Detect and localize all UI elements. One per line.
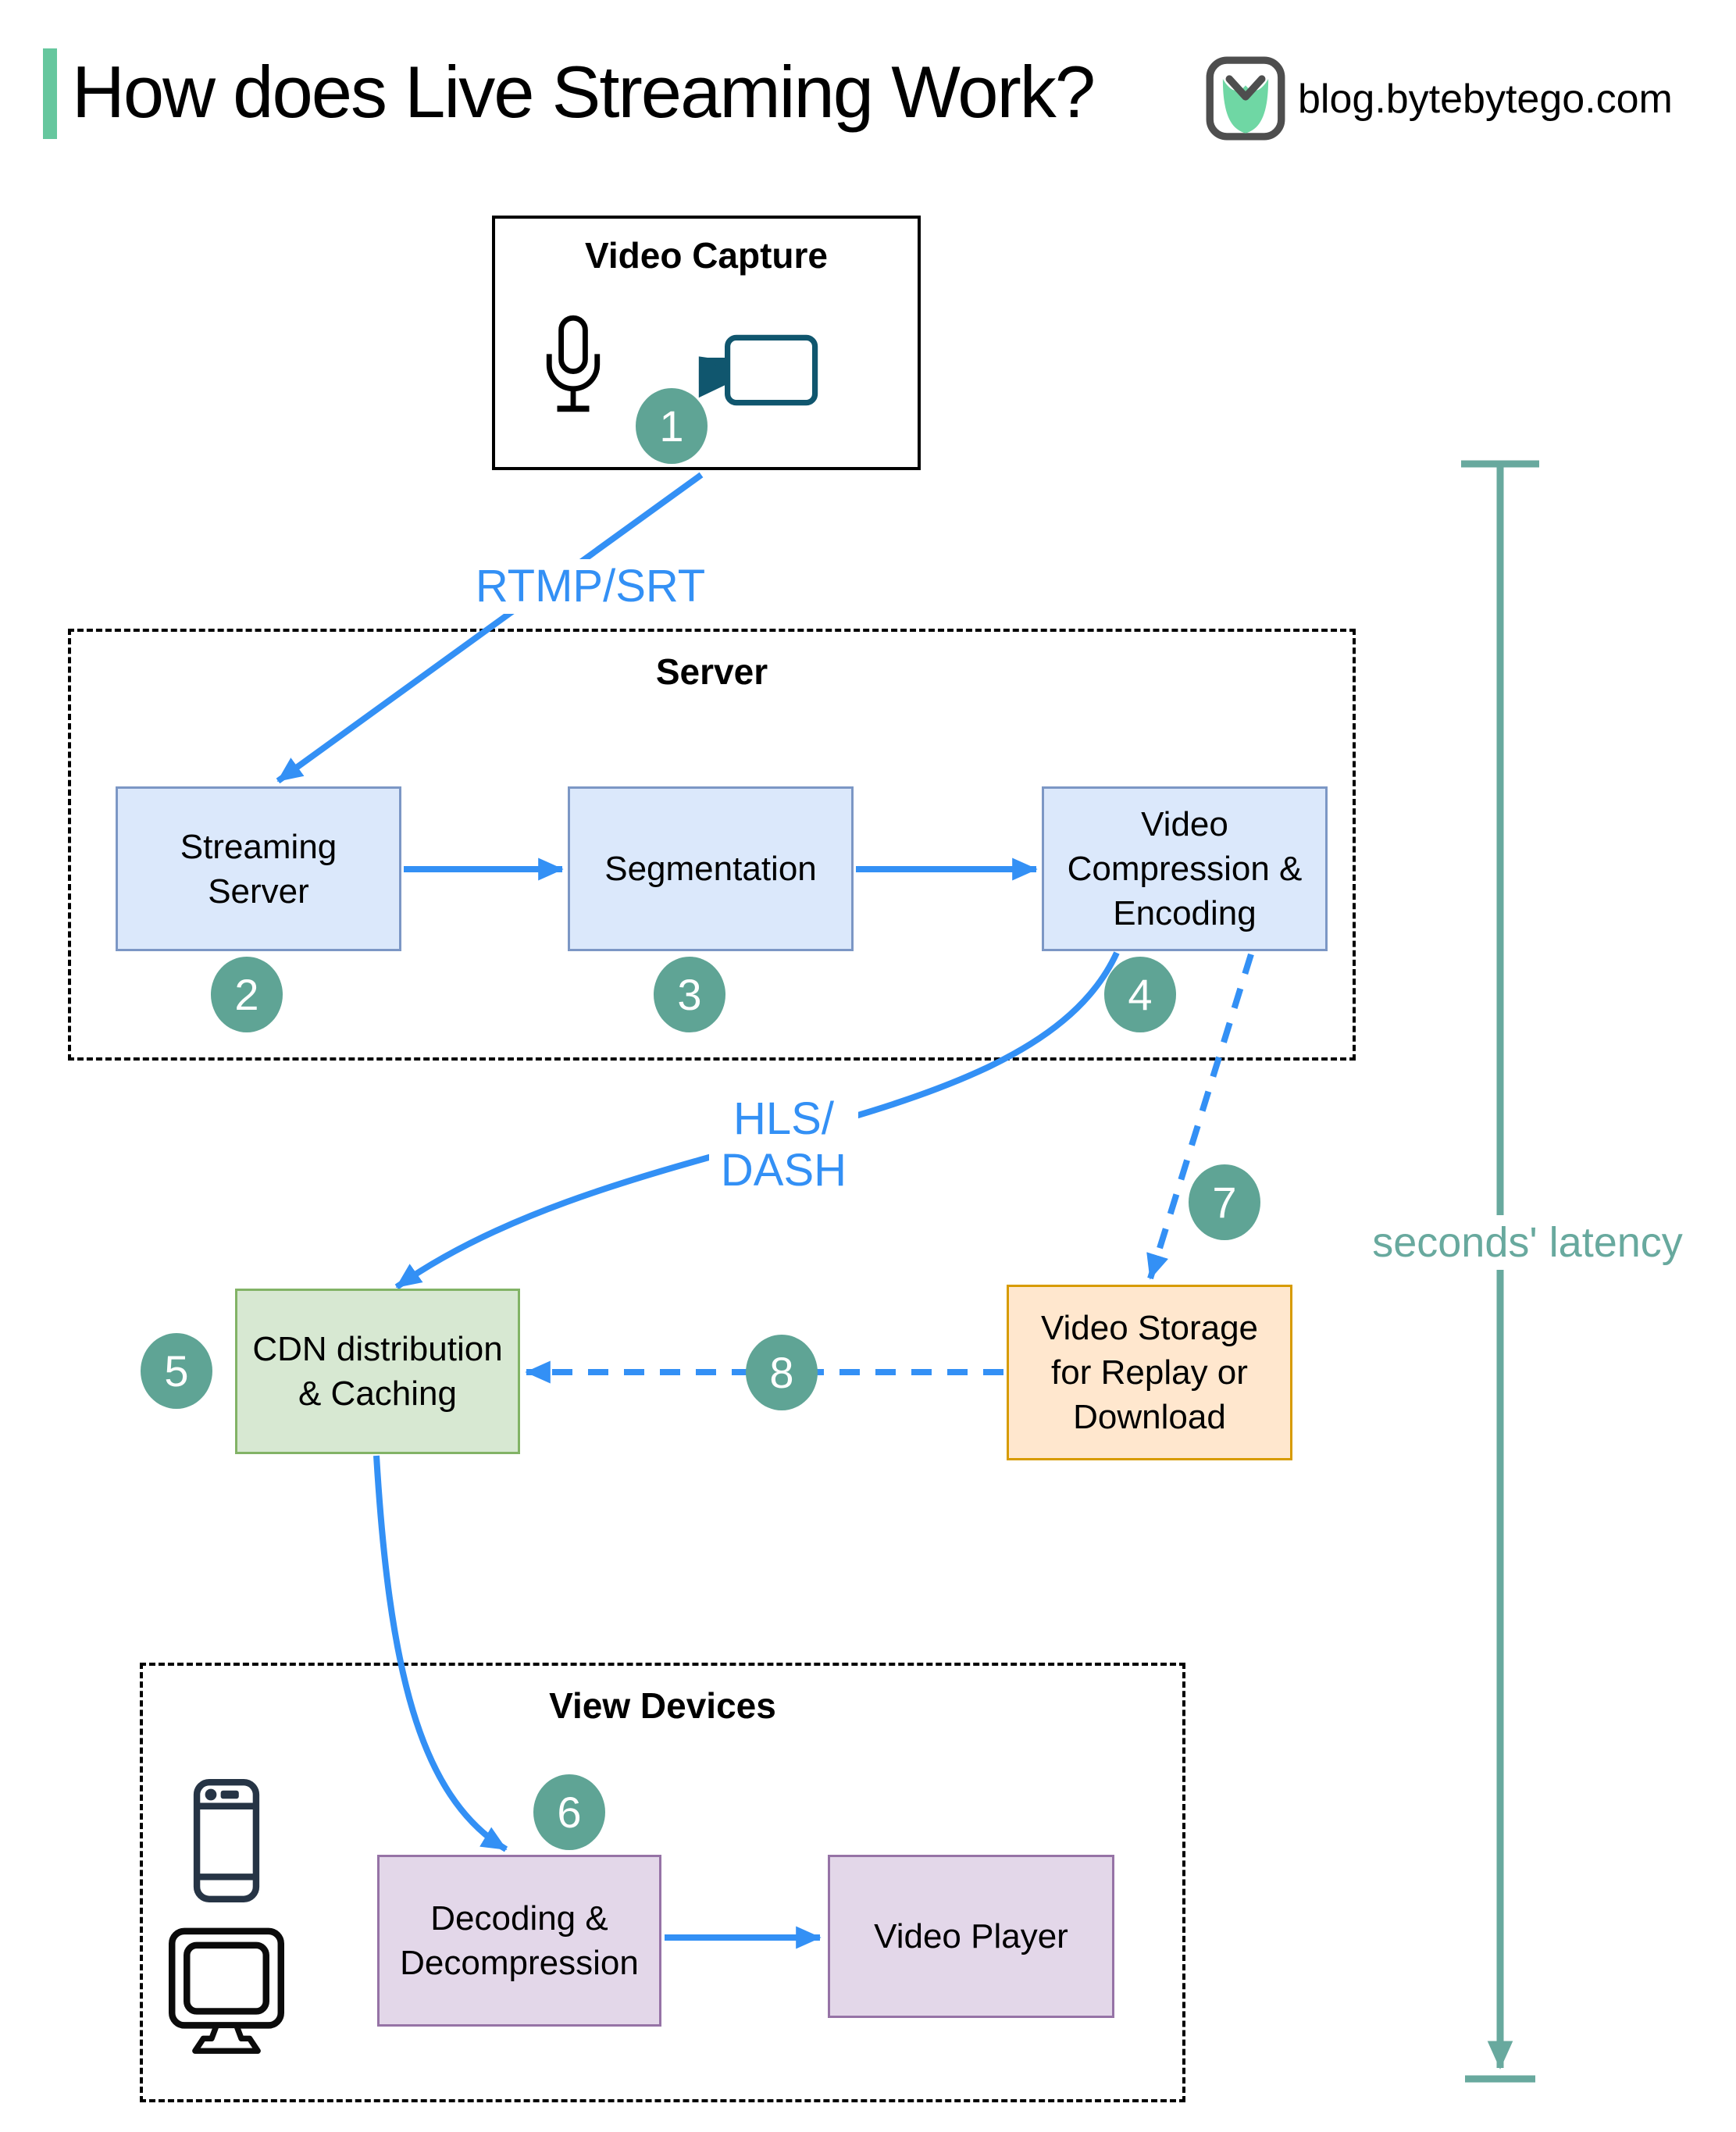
video-capture-title: Video Capture bbox=[585, 235, 828, 276]
step-badge-6: 6 bbox=[533, 1774, 605, 1850]
step-badge-2: 2 bbox=[211, 957, 283, 1032]
step-badge-8: 8 bbox=[746, 1335, 818, 1410]
view-devices-group-title: View Devices bbox=[549, 1685, 776, 1726]
step-badge-1: 1 bbox=[636, 388, 708, 464]
cdn-distribution-box: CDN distribution & Caching bbox=[235, 1289, 520, 1454]
video-player-box: Video Player bbox=[828, 1855, 1114, 2018]
step-badge-4: 4 bbox=[1104, 957, 1176, 1032]
step-badge-5: 5 bbox=[141, 1333, 212, 1409]
monitor-icon bbox=[169, 1927, 284, 2054]
page-title: How does Live Streaming Work? bbox=[72, 51, 1096, 133]
video-storage-box: Video Storage for Replay or Download bbox=[1007, 1285, 1292, 1460]
microphone-icon bbox=[541, 309, 605, 420]
edge-capture-to-streaming-server bbox=[276, 472, 704, 784]
smartphone-icon bbox=[192, 1779, 261, 1902]
step-badge-7: 7 bbox=[1189, 1164, 1260, 1240]
hls-dash-label: HLS/ DASH bbox=[709, 1092, 858, 1198]
video-compression-box: Video Compression & Encoding bbox=[1042, 786, 1328, 951]
server-group-title: Server bbox=[655, 651, 768, 692]
step-badge-3: 3 bbox=[654, 957, 725, 1032]
edge-cdn-to-decoding bbox=[373, 1455, 508, 1852]
server-group: Server bbox=[68, 629, 1356, 1061]
decoding-box: Decoding & Decompression bbox=[377, 1855, 661, 2027]
seconds-latency-label: seconds' latency bbox=[1349, 1215, 1706, 1270]
view-devices-group: View Devices bbox=[140, 1663, 1185, 2102]
video-camera-icon bbox=[695, 331, 820, 409]
rtmp-srt-label: RTMP/SRT bbox=[459, 559, 722, 614]
bytebytego-logo-icon bbox=[1205, 55, 1286, 142]
title-accent-bar bbox=[43, 48, 57, 139]
streaming-server-box: Streaming Server bbox=[116, 786, 401, 951]
site-url: blog.bytebytego.com bbox=[1298, 77, 1673, 122]
segmentation-box: Segmentation bbox=[568, 786, 854, 951]
